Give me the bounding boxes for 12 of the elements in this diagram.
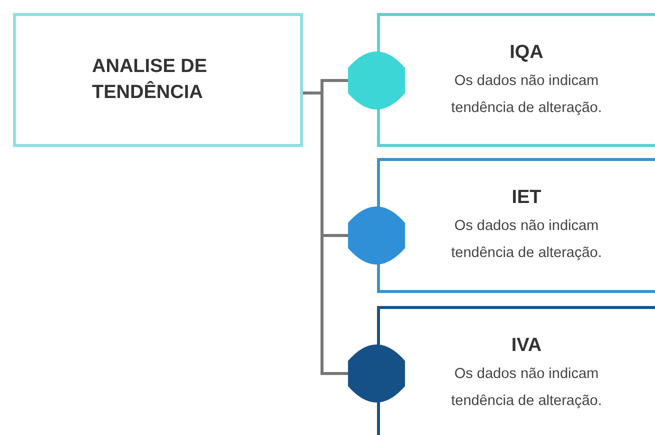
text-box xyxy=(377,13,655,147)
text-box xyxy=(377,306,655,435)
box-heading: ANALISE DE TENDÊNCIA xyxy=(92,55,208,105)
box-description: Os dados não indicam tendência de alteração. xyxy=(450,72,603,118)
box-heading: IVA xyxy=(511,334,542,358)
text-box xyxy=(13,13,303,147)
box-description: Os dados não indicam tendência de alteração. xyxy=(450,365,603,411)
connector-line xyxy=(303,92,348,375)
text-box xyxy=(377,158,655,293)
box-heading: IQA xyxy=(510,41,544,65)
box-heading: IET xyxy=(512,186,542,210)
box-description: Os dados não indicam tendência de alteração. xyxy=(450,217,603,263)
